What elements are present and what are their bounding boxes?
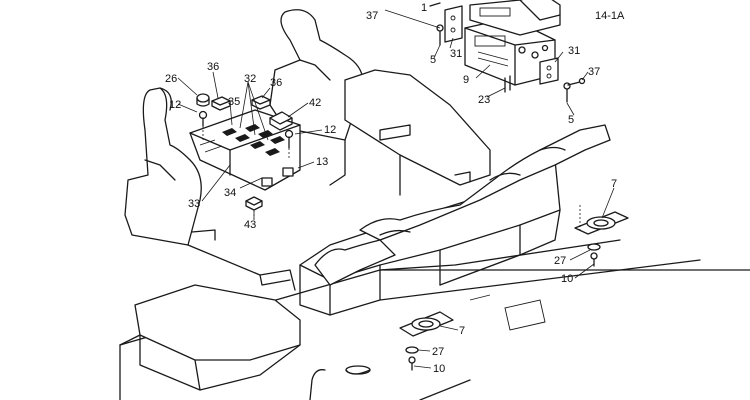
left-seat xyxy=(119,87,301,391)
callout-1-top: 1 xyxy=(421,2,427,14)
callout-12-right: 12 xyxy=(324,124,336,136)
callout-33: 33 xyxy=(188,198,200,210)
callout-13: 13 xyxy=(316,156,328,168)
callout-37-top: 37 xyxy=(366,10,378,22)
callout-32: 32 xyxy=(244,73,256,85)
callout-27-bottom: 27 xyxy=(432,346,444,358)
right-seat xyxy=(269,9,491,196)
center-console xyxy=(299,124,611,316)
callout-34: 34 xyxy=(224,187,236,199)
callout-31-right: 31 xyxy=(568,45,580,57)
callout-31-left: 31 xyxy=(450,48,462,60)
callout-7-bottom: 7 xyxy=(459,325,465,337)
radio-brackets xyxy=(429,2,586,103)
radio-unit xyxy=(464,0,561,93)
callout-27-right: 27 xyxy=(554,255,566,267)
callout-42: 42 xyxy=(309,97,321,109)
callout-5-right: 5 xyxy=(568,114,574,126)
callout-37-right: 37 xyxy=(588,66,600,78)
speaker-bottom xyxy=(399,311,454,371)
speaker-right xyxy=(574,205,629,267)
callout-7-right: 7 xyxy=(611,178,617,190)
lamp-wire xyxy=(309,365,371,400)
callout-23: 23 xyxy=(478,94,490,106)
callout-9: 9 xyxy=(463,74,469,86)
leader-lines xyxy=(177,9,615,369)
callout-36-left: 36 xyxy=(207,61,219,73)
callout-43: 43 xyxy=(244,219,256,231)
callout-labels: 37 1 14-1A 31 5 31 9 37 23 5 26 36 32 36… xyxy=(165,2,625,375)
switch-panel xyxy=(189,109,301,191)
loose-switch-parts xyxy=(196,93,294,220)
callout-35: 35 xyxy=(228,96,240,108)
callout-10-right: 10 xyxy=(561,273,573,285)
callout-12-left: 12 xyxy=(169,99,181,111)
callout-10-bottom: 10 xyxy=(433,363,445,375)
callout-5-top: 5 xyxy=(430,54,436,66)
callout-26: 26 xyxy=(165,73,177,85)
callout-36-right: 36 xyxy=(270,77,282,89)
callout-14-1a: 14-1A xyxy=(595,10,625,22)
